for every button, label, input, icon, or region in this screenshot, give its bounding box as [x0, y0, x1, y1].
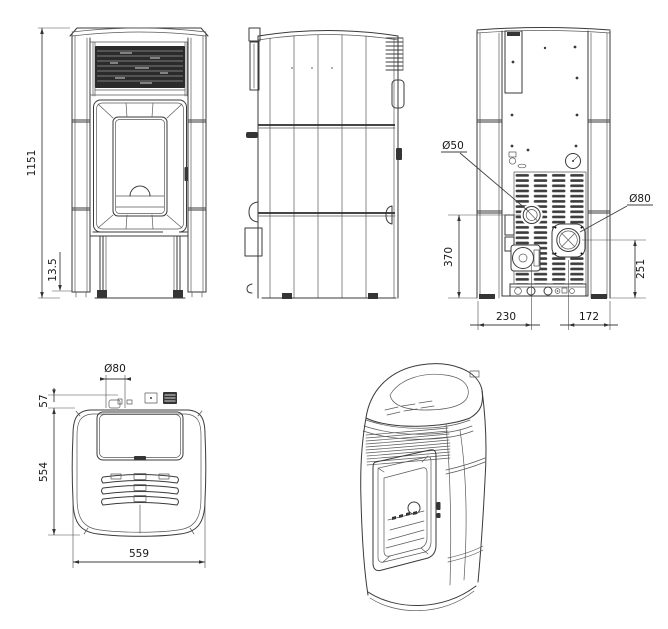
dim-flue-offset: 172 — [560, 260, 618, 330]
top-grille-slats — [101, 473, 179, 534]
front-foot-right — [173, 290, 183, 298]
top-hopper-lid — [96, 411, 184, 461]
side-lower-bracket — [385, 205, 393, 225]
persp-top-cap — [362, 363, 483, 440]
top-body-outline — [71, 409, 207, 537]
persp-latch — [469, 370, 480, 378]
side-rear-fittings — [244, 27, 263, 294]
persp-body — [360, 389, 487, 612]
dim-label-230: 230 — [496, 311, 516, 323]
side-section-seams — [258, 124, 395, 214]
dim-air-inlet-height: 370 — [443, 214, 521, 299]
front-right-pillar — [187, 33, 207, 298]
dim-label-d50: Ø50 — [442, 140, 464, 152]
back-connection-strip — [509, 283, 587, 297]
dim-air-inlet-diameter: Ø50 — [441, 140, 528, 211]
dim-label-d80-top: Ø80 — [104, 363, 126, 375]
top-view: Ø80 57 554 559 — [38, 363, 207, 568]
flue-outlet-port — [551, 223, 586, 258]
dim-label-1151: 1151 — [26, 150, 38, 177]
side-latch — [396, 148, 402, 160]
persp-lid — [389, 373, 469, 411]
dim-label-d80-back: Ø80 — [629, 193, 651, 205]
dim-foot-height: 13.5 — [47, 252, 72, 292]
dim-width: 559 — [72, 505, 206, 568]
pressure-gauge — [565, 153, 581, 169]
back-right-pillar — [587, 30, 611, 299]
dim-flue-diameter: Ø80 — [579, 193, 653, 233]
dim-flue-setback: 57 — [38, 388, 118, 409]
back-view: Ø50 Ø80 370 251 — [441, 27, 653, 330]
front-fire-door — [93, 99, 188, 233]
dim-top-flue-diameter: Ø80 — [100, 363, 131, 408]
front-left-pillar — [71, 33, 91, 298]
back-side-duct-lower — [504, 236, 515, 252]
front-air-grille — [89, 41, 189, 97]
persp-face-edge — [445, 423, 452, 586]
dim-label-13-5: 13.5 — [47, 258, 59, 281]
side-foot-front — [282, 293, 292, 299]
perspective-view — [360, 363, 487, 612]
persp-louver-band — [365, 427, 451, 466]
dim-depth: 554 — [38, 408, 80, 536]
dim-label-370: 370 — [443, 247, 455, 267]
back-bleed-valve — [508, 151, 527, 169]
top-rear-components — [108, 392, 177, 409]
side-handle-bracket — [391, 79, 405, 109]
door-window — [112, 116, 168, 217]
back-chimney-channel — [504, 30, 523, 94]
dim-label-251: 251 — [635, 259, 647, 279]
side-panel-seams — [269, 34, 367, 299]
dim-label-559: 559 — [129, 548, 149, 560]
persp-lower-seam — [447, 545, 484, 563]
top-body-inner — [76, 413, 202, 533]
dim-air-inlet-offset: 230 — [470, 265, 540, 330]
dim-label-554: 554 — [38, 462, 50, 482]
back-side-duct-upper — [504, 214, 515, 236]
persp-base — [367, 585, 477, 606]
screw-dots — [510, 45, 579, 152]
persp-door-hinge — [436, 502, 441, 510]
door-handle — [184, 167, 188, 181]
front-top-cap — [69, 27, 209, 37]
side-foot-rear — [368, 293, 378, 299]
combustion-fan — [510, 244, 541, 272]
persp-pellet-grate — [392, 511, 417, 520]
dim-label-57: 57 — [38, 394, 50, 407]
side-view — [244, 27, 405, 299]
front-pedestal — [89, 231, 189, 299]
persp-fire-door — [372, 449, 441, 572]
front-foot-left — [97, 290, 107, 298]
back-left-pillar — [476, 30, 503, 299]
persp-door-window — [383, 467, 428, 557]
side-heat-fins — [385, 37, 404, 71]
front-view: 1151 13.5 — [26, 27, 209, 299]
dim-overall-height: 1151 — [26, 27, 70, 299]
dim-flue-height: 251 — [582, 239, 647, 299]
flame-arch — [129, 185, 151, 197]
persp-upper-seam — [445, 457, 486, 475]
dim-label-172: 172 — [579, 311, 599, 323]
